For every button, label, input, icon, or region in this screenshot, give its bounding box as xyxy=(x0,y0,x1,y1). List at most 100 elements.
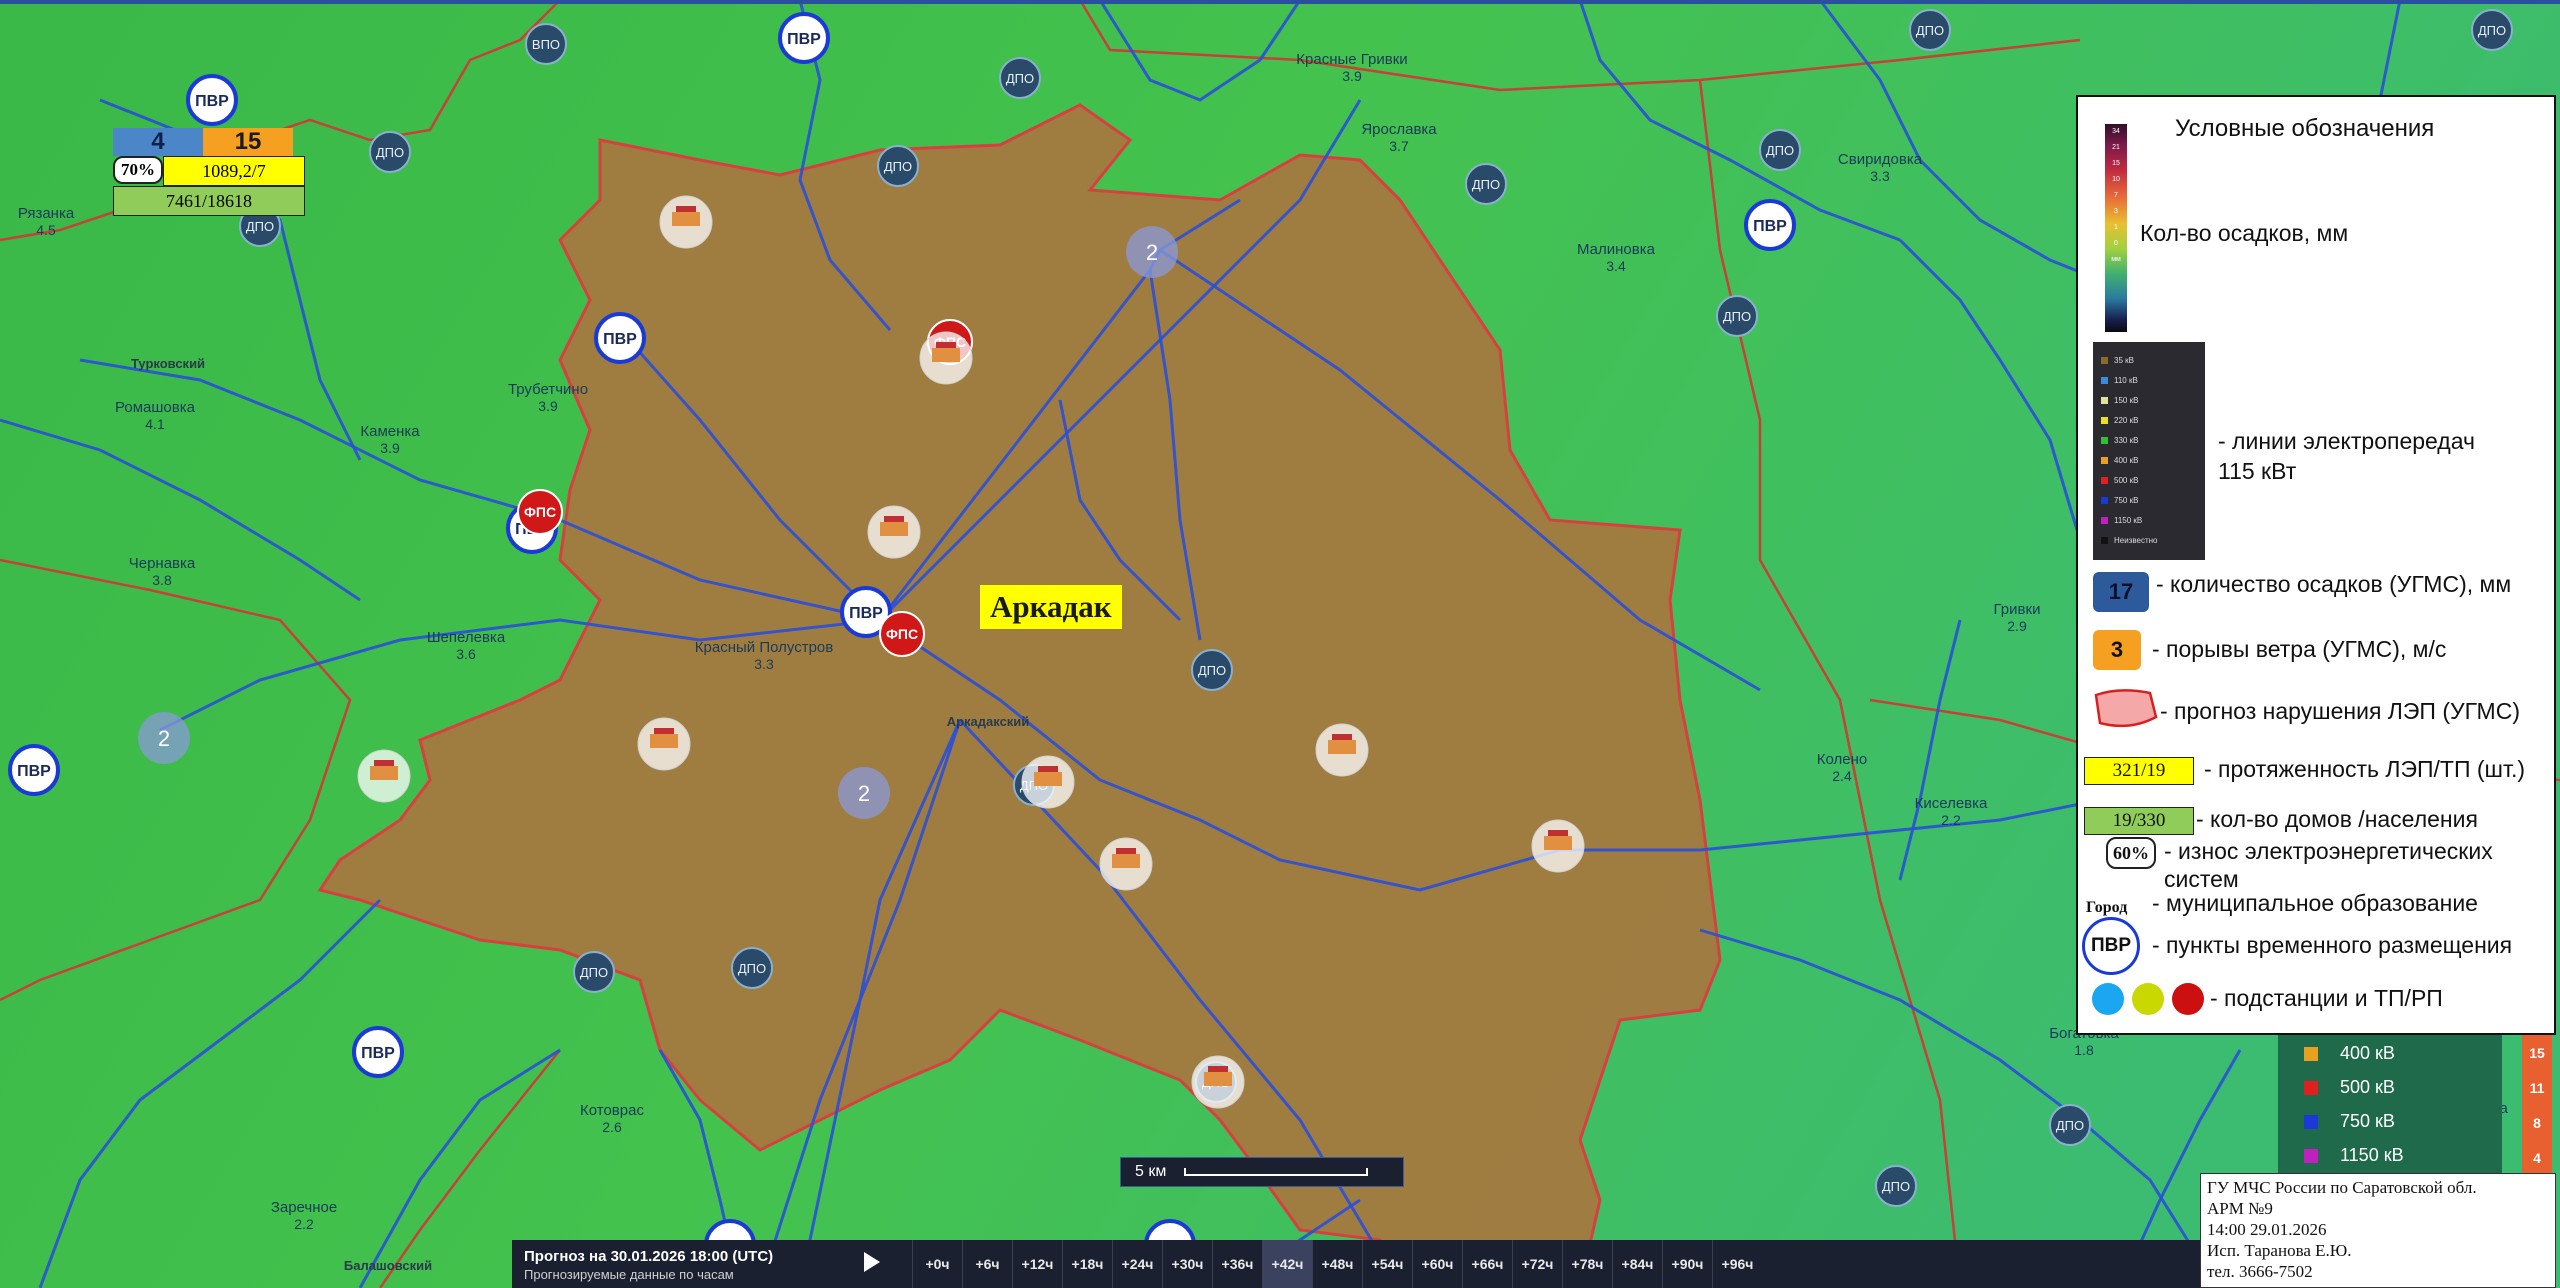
legend-wear-swatch: 60% xyxy=(2106,837,2156,869)
legend-substation-blue xyxy=(2092,983,2124,1015)
pvr-marker[interactable]: ПВР xyxy=(186,74,238,126)
timeline-step[interactable]: +84ч xyxy=(1612,1240,1662,1288)
svg-text:ВПО: ВПО xyxy=(532,37,560,52)
cluster-markers[interactable]: 2 2 2 xyxy=(138,226,1178,819)
substation-icon[interactable] xyxy=(1191,1055,1245,1109)
svg-text:Киселевка: Киселевка xyxy=(1915,795,1988,812)
houses-population-badge: 7461/18618 xyxy=(113,186,305,216)
svg-text:Чернавка: Чернавка xyxy=(129,555,196,572)
forecast-timeline: Прогноз на 30.01.2026 18:00 (UTC) Прогно… xyxy=(512,1240,2202,1288)
pvr-marker[interactable]: ПВР xyxy=(1744,199,1796,251)
dpo-marker[interactable]: ДПО xyxy=(239,205,281,247)
timeline-step[interactable]: +36ч xyxy=(1212,1240,1262,1288)
substation-icon[interactable] xyxy=(919,331,973,385)
pvr-marker[interactable]: ПВР xyxy=(8,744,60,796)
timeline-step[interactable]: +42ч xyxy=(1262,1240,1312,1288)
timeline-step[interactable]: +90ч xyxy=(1662,1240,1712,1288)
svg-text:4.5: 4.5 xyxy=(36,222,56,238)
play-icon[interactable] xyxy=(864,1252,880,1272)
fps-marker[interactable]: ФПС xyxy=(517,489,563,535)
dpo-marker[interactable]: ДПО xyxy=(1909,9,1951,51)
dpo-marker[interactable]: ВПО xyxy=(525,23,567,65)
timeline-step[interactable]: +96ч xyxy=(1712,1240,1762,1288)
timeline-subtitle: Прогнозируемые данные по часам xyxy=(524,1267,734,1282)
kv-row: 750 кВ xyxy=(2304,1111,2395,1132)
substation-icon[interactable] xyxy=(1315,723,1369,777)
lep-class-row: 110 кВ xyxy=(2101,370,2197,390)
precip-scale-tick: мм xyxy=(2111,256,2121,263)
svg-text:Гривки: Гривки xyxy=(1994,601,2041,618)
timeline-step[interactable]: +66ч xyxy=(1462,1240,1512,1288)
timeline-step[interactable]: +60ч xyxy=(1412,1240,1462,1288)
svg-text:ДПО: ДПО xyxy=(2056,1118,2084,1133)
substation-icon[interactable] xyxy=(659,195,713,249)
svg-text:2.6: 2.6 xyxy=(602,1119,622,1135)
info-box: ГУ МЧС России по Саратовской обл. АРМ №9… xyxy=(2200,1173,2556,1288)
timeline-step[interactable]: +0ч xyxy=(912,1240,962,1288)
dpo-marker[interactable]: ДПО xyxy=(2049,1104,2091,1146)
pvr-marker[interactable]: ПВР xyxy=(778,12,830,64)
dpo-marker[interactable]: ДПО xyxy=(573,951,615,993)
dpo-marker[interactable]: ДПО xyxy=(1716,295,1758,337)
svg-text:ДПО: ДПО xyxy=(738,961,766,976)
region-name-label: Аркадак xyxy=(980,585,1122,629)
dpo-marker[interactable]: ДПО xyxy=(1191,649,1233,691)
svg-text:3.9: 3.9 xyxy=(538,398,558,414)
dpo-marker[interactable]: ДПО xyxy=(1465,163,1507,205)
legend-lep-length-swatch: 321/19 xyxy=(2084,757,2194,785)
svg-text:Красный Полустров: Красный Полустров xyxy=(695,639,833,656)
substation-icon[interactable] xyxy=(1099,837,1153,891)
dpo-marker[interactable]: ДПО xyxy=(1875,1165,1917,1207)
svg-text:2.9: 2.9 xyxy=(2007,618,2027,634)
svg-text:ДПО: ДПО xyxy=(580,965,608,980)
svg-text:Заречное: Заречное xyxy=(271,1199,337,1216)
timeline-step[interactable]: +78ч xyxy=(1562,1240,1612,1288)
top-bar xyxy=(0,0,2560,4)
timeline-step[interactable]: +12ч xyxy=(1012,1240,1062,1288)
svg-text:Ромашовка: Ромашовка xyxy=(115,399,196,416)
lep-class-row: 750 кВ xyxy=(2101,490,2197,510)
substation-icon[interactable] xyxy=(1021,755,1075,809)
dpo-marker[interactable]: ДПО xyxy=(999,57,1041,99)
substation-icon[interactable] xyxy=(637,717,691,771)
timeline-step[interactable]: +30ч xyxy=(1162,1240,1212,1288)
timeline-step[interactable]: +6ч xyxy=(962,1240,1012,1288)
dpo-marker[interactable]: ДПО xyxy=(369,131,411,173)
pvr-marker[interactable]: ПВР xyxy=(594,312,646,364)
substation-icon[interactable] xyxy=(357,749,411,803)
substation-icon[interactable] xyxy=(1531,819,1585,873)
lep-class-row: 1150 кВ xyxy=(2101,510,2197,530)
district-label: Турковский xyxy=(131,356,205,371)
substation-icon[interactable] xyxy=(867,505,921,559)
dpo-marker[interactable]: ДПО xyxy=(2471,9,2513,51)
fps-marker[interactable]: ФПС xyxy=(879,611,925,657)
svg-text:3.9: 3.9 xyxy=(380,440,400,456)
district-indicator: 4 15 70% 1089,2/7 7461/18618 xyxy=(113,128,305,216)
pvr-marker[interactable]: ПВР xyxy=(840,586,892,638)
legend-substation-yellow xyxy=(2132,983,2164,1015)
timeline-step[interactable]: +72ч xyxy=(1512,1240,1562,1288)
timeline-step[interactable]: +54ч xyxy=(1362,1240,1412,1288)
dpo-marker[interactable]: ДПО xyxy=(1759,129,1801,171)
dpo-marker[interactable]: ДПО xyxy=(877,145,919,187)
timeline-step[interactable]: +24ч xyxy=(1112,1240,1162,1288)
svg-text:3.9: 3.9 xyxy=(1342,68,1362,84)
legend-wear-label: - износ электроэнергетических систем xyxy=(2164,838,2493,892)
svg-text:3.8: 3.8 xyxy=(152,572,172,588)
dpo-marker[interactable]: ДПО xyxy=(731,947,773,989)
scale-bar xyxy=(1184,1168,1369,1176)
timeline-step[interactable]: +48ч xyxy=(1312,1240,1362,1288)
legend-wind-label: - порывы ветра (УГМС), м/с xyxy=(2152,636,2447,662)
pvr-marker[interactable]: ПВР xyxy=(352,1026,404,1078)
timeline-step[interactable]: +18ч xyxy=(1062,1240,1112,1288)
fps-markers[interactable]: ФПСФПСФПС xyxy=(357,195,1585,1109)
legend-lep-forecast-label: - прогноз нарушения ЛЭП (УГМС) xyxy=(2160,698,2520,724)
